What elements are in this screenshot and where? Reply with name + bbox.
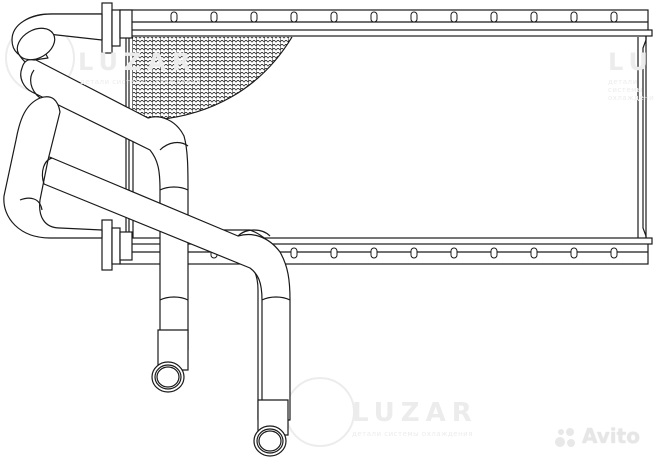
luzar-watermark-top-right-subtitle: детали системы охлаждения [608,78,655,102]
luzar-watermark-subtitle: детали системы охлаждения [352,430,473,438]
bottom-tank-slots [210,247,618,259]
radiator-core [119,9,653,265]
top-tank-slots [170,11,618,23]
luzar-watermark-main: LUZAR [352,398,478,428]
luzar-watermark-top-right: LUZAR [608,48,655,76]
coolant-pipes [3,13,291,421]
luzar-watermark-top-left-subtitle: детали системы охлаждения [80,78,201,86]
avito-watermark: Avito [582,424,640,448]
avito-logo-icon [555,428,575,447]
luzar-watermark-top-left: LUZAR [78,48,197,76]
pipe-outlets [151,329,289,457]
pipe-flanges [101,2,133,271]
